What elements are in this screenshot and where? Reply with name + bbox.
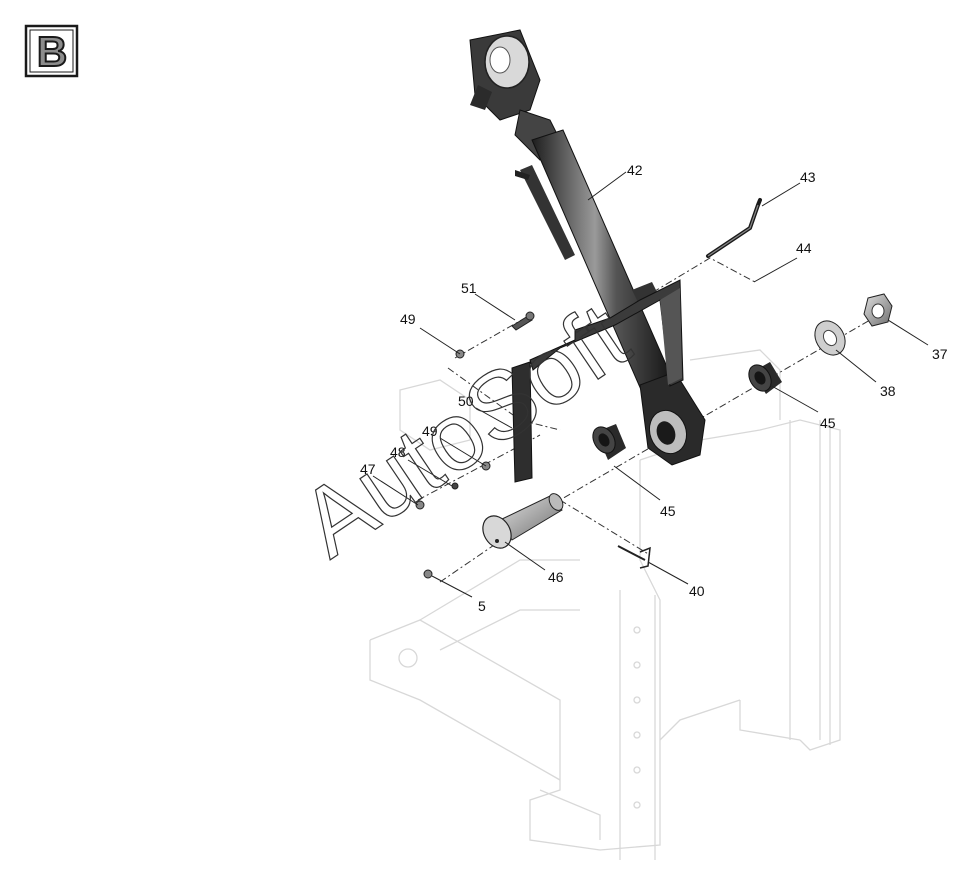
linch-pin [617,545,651,569]
callout-48: 48 [390,444,406,460]
callout-42: 42 [627,162,643,178]
callout-50: 50 [458,393,474,409]
callout-labels: 42 43 44 51 49 37 38 50 45 49 48 47 45 4… [360,162,948,614]
callout-45-upper: 45 [820,415,836,431]
mounting-bracket [511,279,684,483]
washer [814,320,846,356]
callout-40: 40 [689,583,705,599]
callout-46: 46 [548,569,564,585]
leader-lines [372,171,929,598]
callout-51: 51 [461,280,477,296]
watermark: AutoSoft [282,283,647,578]
callout-38: 38 [880,383,896,399]
callout-45-lower: 45 [660,503,676,519]
section-badge: B [24,24,79,78]
callout-43: 43 [800,169,816,185]
ghost-frame [369,349,841,860]
callout-49-lower: 49 [422,423,438,439]
callout-47: 47 [360,461,376,477]
callout-44: 44 [796,240,812,256]
nut [863,293,893,327]
bushing-upper [748,362,782,394]
pivot-pin [482,493,564,549]
hose-pipe [706,198,762,258]
bushing-lower [592,424,626,460]
callout-37: 37 [932,346,948,362]
rod-end-eye [639,371,706,466]
callout-49-upper: 49 [400,311,416,327]
section-badge-letter: B [37,28,67,75]
callout-5: 5 [478,598,486,614]
